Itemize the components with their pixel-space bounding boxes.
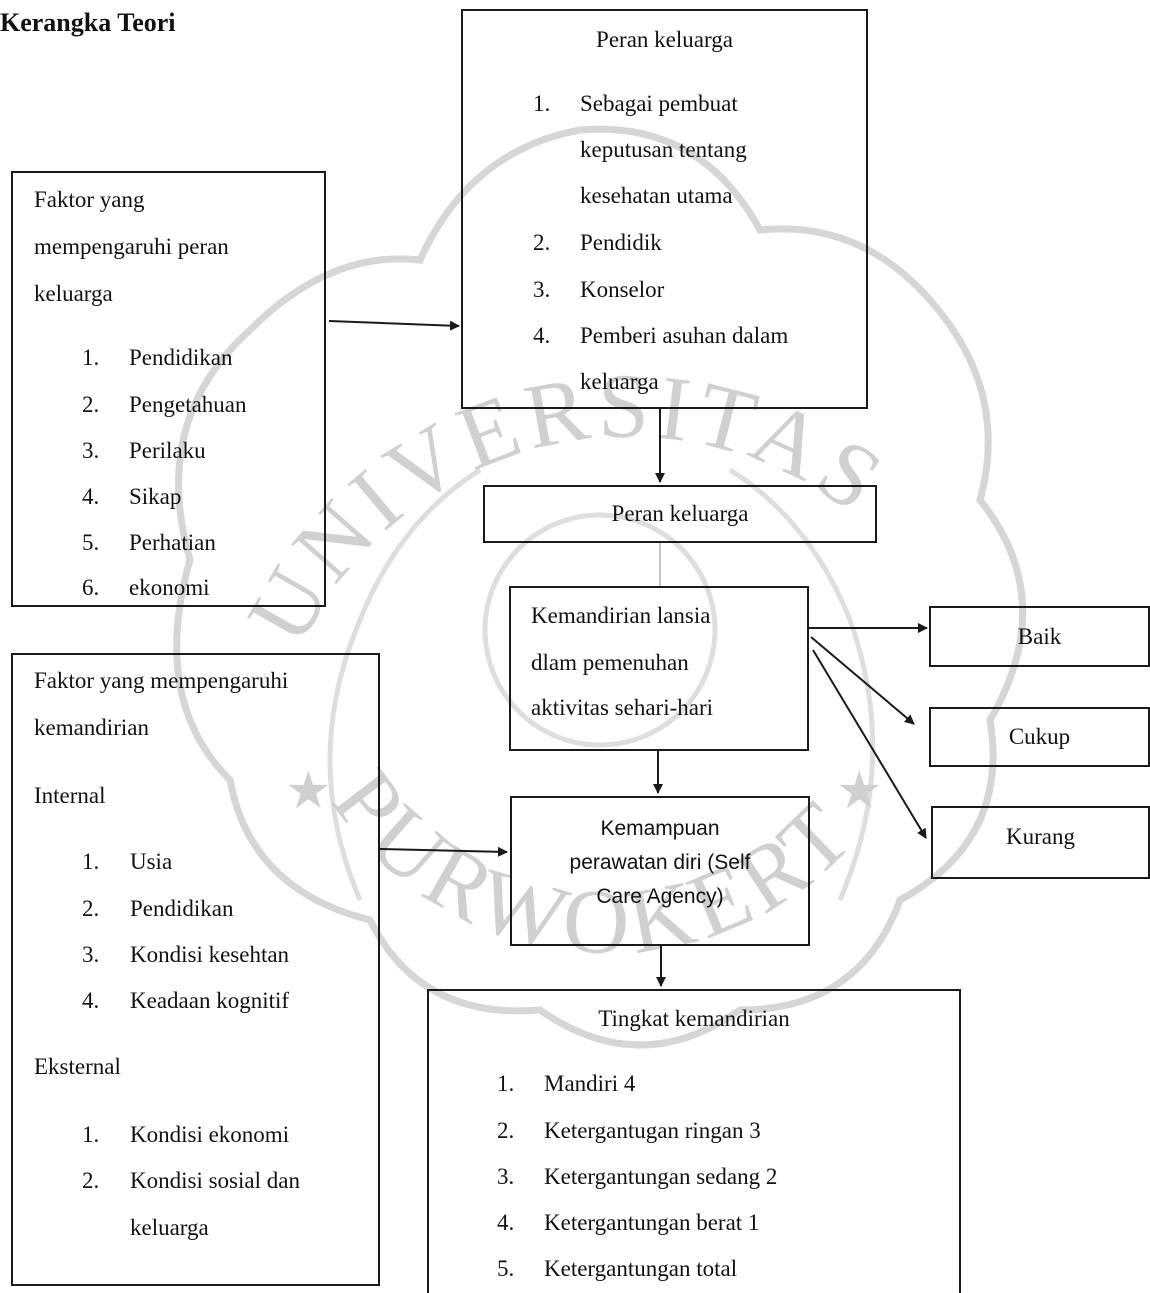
list-number: 1. xyxy=(82,849,100,874)
list-number: 2. xyxy=(82,392,100,417)
tingkat-item: Ketergantungan total xyxy=(544,1256,738,1281)
tingkat-kemandirian-box xyxy=(427,989,961,1293)
faktor-peran-item: Perhatian xyxy=(129,530,216,555)
list-number: 3. xyxy=(497,1164,515,1189)
peran-keluarga-item: kesehatan utama xyxy=(580,183,733,208)
watermark-star-left: ★ xyxy=(285,763,332,820)
outcome-baik-box xyxy=(929,606,1150,667)
page-title: Kerangka Teori xyxy=(0,8,176,37)
tingkat-item: Ketergantungan berat 1 xyxy=(544,1210,760,1235)
internal-item: Usia xyxy=(130,849,173,874)
tingkat-item: Ketergantungan sedang 2 xyxy=(544,1164,778,1189)
list-number: 2. xyxy=(533,230,551,255)
kemandirian-lansia-text: aktivitas sehari-hari xyxy=(531,695,714,720)
list-number: 4. xyxy=(497,1210,515,1235)
list-number: 1. xyxy=(533,91,551,116)
list-number: 1. xyxy=(82,345,100,370)
external-item: Kondisi sosial dan xyxy=(130,1168,300,1193)
faktor-peran-heading: mempengaruhi peran xyxy=(34,234,229,259)
arrow-faktor-to-peran xyxy=(328,320,460,331)
peran-keluarga-item: Konselor xyxy=(580,277,665,302)
list-number: 5. xyxy=(497,1256,515,1281)
internal-item: Keadaan kognitif xyxy=(130,988,290,1013)
external-item: Kondisi ekonomi xyxy=(130,1122,290,1147)
list-number: 3. xyxy=(82,942,100,967)
list-number: 2. xyxy=(82,1168,100,1193)
kemandirian-lansia-text: dlam pemenuhan xyxy=(531,650,689,675)
faktor-peran-item: Pendidikan xyxy=(129,345,233,370)
list-number: 1. xyxy=(82,1122,100,1147)
outcome-cukup-box xyxy=(929,707,1150,767)
list-number: 5. xyxy=(82,530,100,555)
tingkat-item: Mandiri 4 xyxy=(544,1071,636,1096)
kemandirian-lansia-box xyxy=(509,586,809,751)
faktor-peran-heading: Faktor yang xyxy=(34,187,145,212)
arrow-to-kurang xyxy=(812,649,927,839)
peran-keluarga-item: Sebagai pembuat xyxy=(580,91,738,116)
faktor-kemandirian-box xyxy=(11,653,380,1286)
faktor-peran-item: ekonomi xyxy=(129,575,210,600)
list-number: 3. xyxy=(533,277,551,302)
faktor-peran-item: Perilaku xyxy=(129,438,206,463)
arrow-to-cukup xyxy=(810,636,915,725)
peran-keluarga-mid-box xyxy=(483,485,877,543)
outcome-kurang-label: Kurang xyxy=(1006,824,1075,849)
self-care-box xyxy=(510,796,810,946)
peran-keluarga-item: keputusan tentang xyxy=(580,137,747,162)
internal-item: Pendidikan xyxy=(130,896,234,921)
peran-keluarga-item: Pemberi asuhan dalam xyxy=(580,323,789,348)
self-care-text: Care Agency) xyxy=(596,885,724,908)
faktor-peran-item: Sikap xyxy=(129,484,182,509)
list-number: 3. xyxy=(82,438,100,463)
outcome-kurang-box xyxy=(931,806,1150,879)
tingkat-kemandirian-title: Tingkat kemandirian xyxy=(598,1006,790,1031)
arrow-faktor-kemandirian-to-selfcare xyxy=(379,846,508,857)
list-number: 1. xyxy=(497,1071,515,1096)
peran-keluarga-box xyxy=(461,9,868,409)
list-number: 4. xyxy=(533,323,551,348)
outcome-baik-label: Baik xyxy=(1017,624,1062,649)
faktor-kemandirian-heading: Faktor yang mempengaruhi xyxy=(34,668,289,693)
peran-keluarga-title: Peran keluarga xyxy=(596,27,733,52)
list-number: 4. xyxy=(82,988,100,1013)
faktor-peran-heading: keluarga xyxy=(34,281,113,306)
internal-label: Internal xyxy=(34,783,106,808)
outcome-cukup-label: Cukup xyxy=(1008,724,1071,749)
external-item: keluarga xyxy=(130,1215,209,1240)
external-label: Eksternal xyxy=(34,1054,121,1079)
list-number: 2. xyxy=(82,896,100,921)
tingkat-item: Ketergantugan ringan 3 xyxy=(544,1118,761,1143)
faktor-peran-box xyxy=(11,171,326,607)
list-number: 4. xyxy=(82,484,100,509)
internal-item: Kondisi kesehtan xyxy=(130,942,290,967)
self-care-text: Kemampuan xyxy=(600,817,720,840)
peran-keluarga-item: Pendidik xyxy=(580,230,662,255)
faktor-peran-item: Pengetahuan xyxy=(129,392,247,417)
watermark-star-right: ★ xyxy=(836,763,883,820)
faktor-kemandirian-heading: kemandirian xyxy=(34,715,149,740)
list-number: 6. xyxy=(82,575,100,600)
peran-keluarga-mid-title: Peran keluarga xyxy=(611,501,749,526)
kemandirian-lansia-text: Kemandirian lansia xyxy=(531,603,711,628)
list-number: 2. xyxy=(497,1118,515,1143)
self-care-text: perawatan diri (Self xyxy=(569,851,751,874)
peran-keluarga-item: keluarga xyxy=(580,369,659,394)
